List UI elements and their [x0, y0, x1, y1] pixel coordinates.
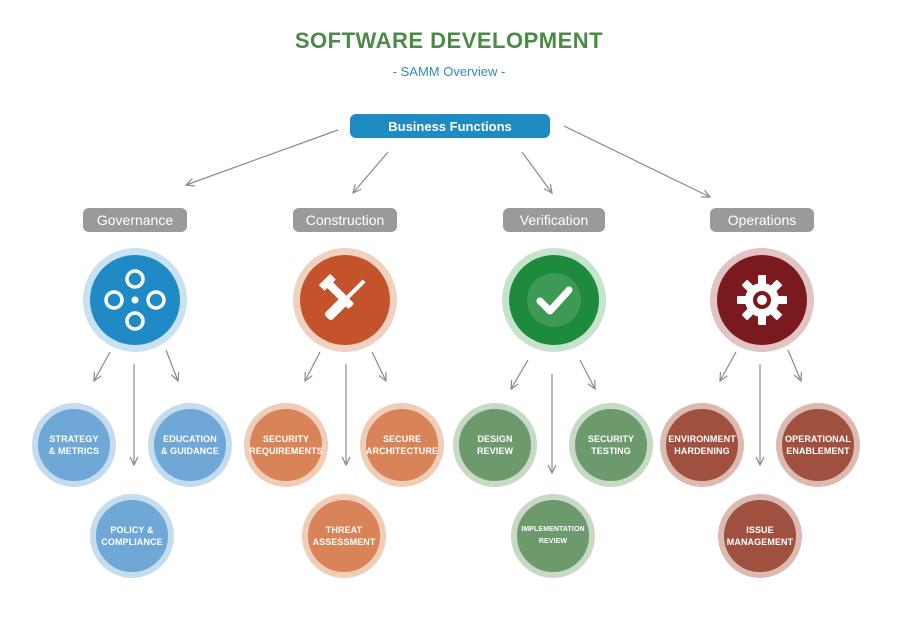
connector-arrow [93, 351, 111, 383]
connector-arrow [755, 364, 765, 467]
connector-arrow [579, 359, 596, 391]
practice-issue-management: ISSUE MANAGEMENT [718, 494, 802, 578]
function-icon-governance [90, 255, 180, 345]
connector-arrow [184, 129, 339, 187]
function-icon-operations [717, 255, 807, 345]
practice-implementation-review: IMPLEMENTATION REVIEW [511, 494, 595, 578]
connector-arrow [165, 349, 180, 383]
circles-icon [104, 269, 166, 331]
connector-arrow [510, 359, 529, 391]
connector-arrow [521, 151, 553, 195]
connector-arrow [547, 374, 557, 475]
practice-environment-hardening: ENVIRONMENT HARDENING [660, 403, 744, 487]
practice-operational-enablement: OPERATIONAL ENABLEMENT [776, 403, 860, 487]
practice-threat-assessment: THREAT ASSESSMENT [302, 494, 386, 578]
checkmark-icon [527, 273, 581, 327]
connector-arrow [787, 349, 803, 383]
practice-design-review: DESIGN REVIEW [453, 403, 537, 487]
practice-education-guidance: EDUCATION & GUIDANCE [148, 403, 232, 487]
practice-strategy-metrics: STRATEGY & METRICS [32, 403, 116, 487]
business-functions-pill: Business Functions [350, 114, 550, 138]
practice-secure-architecture: SECURE ARCHITECTURE [360, 403, 444, 487]
function-pill-governance: Governance [83, 208, 187, 232]
practice-policy-compliance: POLICY & COMPLIANCE [90, 494, 174, 578]
practice-security-requirements: SECURITY REQUIREMENTS [244, 403, 328, 487]
practice-security-testing: SECURITY TESTING [569, 403, 653, 487]
function-pill-operations: Operations [710, 208, 814, 232]
wrench-screwdriver-icon [318, 273, 366, 320]
connector-arrow [304, 351, 321, 383]
function-icon-verification [509, 255, 599, 345]
connector-arrow [129, 364, 139, 467]
connector-arrow [341, 364, 351, 467]
page-subtitle: - SAMM Overview - [392, 64, 506, 79]
function-pill-construction: Construction [293, 208, 397, 232]
connector-arrow [563, 125, 712, 198]
connector-arrow [371, 351, 387, 383]
connector-arrow [352, 151, 389, 195]
connector-arrow [719, 351, 737, 383]
page-title: SOFTWARE DEVELOPMENT [294, 28, 604, 53]
function-pill-verification: Verification [503, 208, 605, 232]
gear-icon [737, 275, 787, 325]
function-icon-construction [300, 255, 390, 345]
